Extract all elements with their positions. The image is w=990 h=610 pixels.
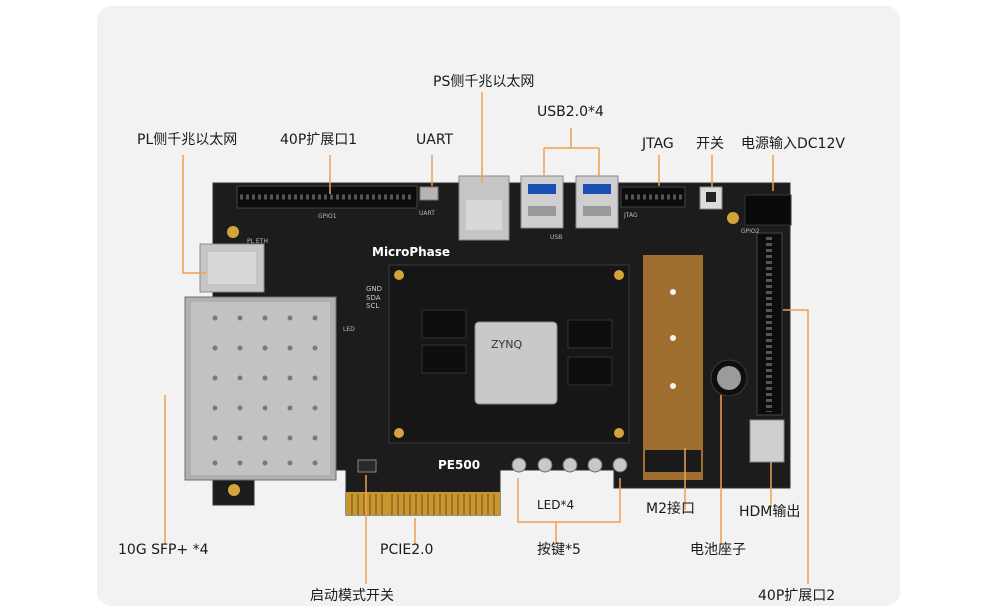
jtag-header xyxy=(620,186,686,208)
ps-ethernet-port xyxy=(458,175,510,241)
silk-sda: SDA xyxy=(366,294,381,302)
silk-gnd: GND xyxy=(366,285,383,293)
hdmi-port xyxy=(749,419,785,463)
silk-led: LED xyxy=(343,326,355,333)
pcie-connector xyxy=(346,492,500,515)
label-pl-ethernet: PL侧千兆以太网 xyxy=(137,132,238,148)
boot-switch-part xyxy=(357,459,377,473)
label-expansion2: 40P扩展口2 xyxy=(758,588,836,604)
label-switch: 开关 xyxy=(696,136,724,152)
battery-holder xyxy=(710,359,748,397)
silk-scl: SCL xyxy=(366,302,380,310)
label-ps-ethernet: PS侧千兆以太网 xyxy=(433,74,535,90)
fpga-chip xyxy=(474,321,558,405)
board-model: PE500 xyxy=(438,458,481,472)
uart-port xyxy=(419,186,439,201)
chip-brand: ZYNQ xyxy=(491,338,523,351)
usb-ports xyxy=(520,175,619,229)
label-pcie: PCIE2.0 xyxy=(380,542,434,558)
gpio1-header xyxy=(236,185,418,209)
label-power: 电源输入DC12V xyxy=(741,136,845,152)
label-usb: USB2.0*4 xyxy=(537,104,604,120)
silk-pleth: PL ETH xyxy=(247,238,268,245)
pl-ethernet-port xyxy=(199,243,265,293)
label-uart: UART xyxy=(416,132,454,148)
silk-jtag: JTAG xyxy=(624,212,638,219)
gpio2-header xyxy=(756,232,783,416)
dc-jack xyxy=(744,194,792,226)
label-expansion1: 40P扩展口1 xyxy=(280,132,358,148)
silk-gpio1: GPIO1 xyxy=(318,213,337,220)
m2-slot xyxy=(643,255,703,480)
label-battery: 电池座子 xyxy=(690,542,746,558)
leader-lines xyxy=(164,92,809,584)
label-led: LED*4 xyxy=(537,498,575,512)
label-hdmi: HDM输出 xyxy=(739,504,801,520)
label-buttons: 按键*5 xyxy=(537,542,581,558)
silk-gpio2: GPIO2 xyxy=(741,228,760,235)
label-jtag: JTAG xyxy=(642,136,674,152)
buttons xyxy=(511,457,628,473)
board-brand: MicroPhase xyxy=(372,245,451,259)
power-switch xyxy=(699,186,723,210)
label-boot-switch: 启动模式开关 xyxy=(310,588,394,604)
label-sfp: 10G SFP+ *4 xyxy=(118,542,209,558)
sfp-cage xyxy=(184,296,337,481)
core-module xyxy=(388,264,630,444)
silk-uart: UART xyxy=(419,210,435,217)
silk-usb: USB xyxy=(550,234,563,241)
label-m2: M2接口 xyxy=(646,501,695,517)
mounting-holes xyxy=(227,212,739,496)
